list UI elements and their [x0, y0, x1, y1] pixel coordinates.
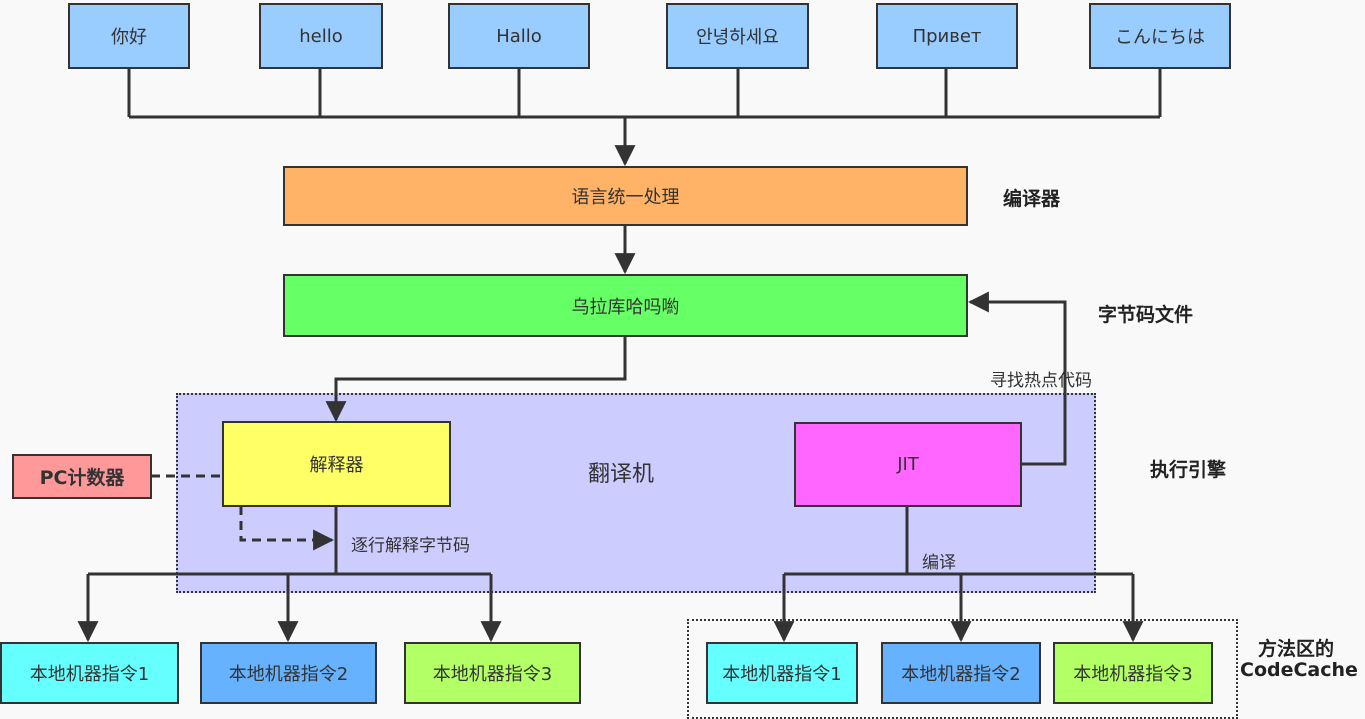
compile-label: 编译: [922, 553, 956, 573]
language-label: Привет: [912, 25, 982, 47]
language-label: hello: [299, 25, 343, 47]
native-instruction-label: 本地机器指令1: [722, 664, 842, 685]
language-box-korean: 안녕하세요: [666, 3, 809, 69]
language-label: Hallo: [496, 25, 542, 47]
native-instruction-left-1: 本地机器指令1: [0, 642, 179, 704]
bytecode-file-label: 字节码文件: [1098, 304, 1194, 326]
bytecode-box-label: 乌拉库哈吗喲: [571, 296, 680, 318]
native-instruction-label: 本地机器指令3: [1073, 664, 1193, 685]
native-instruction-label: 本地机器指令3: [432, 664, 553, 685]
native-instruction-right-1: 本地机器指令1: [706, 642, 858, 704]
pc-counter-box: PC计数器: [12, 454, 152, 499]
code-cache-label-line-1: 方法区的: [1258, 638, 1335, 660]
bytecode-box: 乌拉库哈吗喲: [283, 274, 968, 337]
interpret-line-label: 逐行解释字节码: [351, 536, 470, 556]
language-label: 你好: [111, 27, 147, 48]
compiler-label: 编译器: [1003, 188, 1061, 210]
native-instruction-left-2: 本地机器指令2: [200, 642, 377, 704]
native-instruction-left-3: 本地机器指令3: [404, 642, 581, 704]
language-box-japanese: こんにちは: [1089, 3, 1231, 69]
native-instruction-label: 本地机器指令1: [29, 664, 150, 685]
engine-title: 翻译机: [588, 462, 655, 487]
jit-box: JIT: [794, 422, 1022, 507]
hotspot-label: 寻找热点代码: [990, 371, 1092, 391]
native-instruction-right-3: 本地机器指令3: [1053, 642, 1213, 704]
language-label: こんにちは: [1115, 27, 1205, 48]
language-box-chinese: 你好: [68, 3, 190, 69]
native-instruction-label: 本地机器指令2: [228, 664, 349, 685]
interpreter-box: 解释器: [222, 421, 451, 507]
execution-engine-label: 执行引擎: [1150, 459, 1227, 481]
compiler-box: 语言统一处理: [283, 166, 968, 226]
code-cache-label-line-2: CodeCache: [1240, 659, 1358, 681]
language-label: 안녕하세요: [696, 27, 779, 48]
compiler-box-label: 语言统一处理: [571, 187, 680, 208]
jit-label: JIT: [897, 454, 919, 475]
language-box-german: Hallo: [448, 3, 590, 69]
language-box-russian: Привет: [876, 3, 1018, 69]
interpreter-label: 解释器: [309, 455, 364, 476]
language-box-english: hello: [259, 3, 383, 69]
pc-counter-label: PC计数器: [39, 467, 125, 489]
native-instruction-label: 本地机器指令2: [901, 664, 1021, 685]
native-instruction-right-2: 本地机器指令2: [881, 642, 1041, 704]
